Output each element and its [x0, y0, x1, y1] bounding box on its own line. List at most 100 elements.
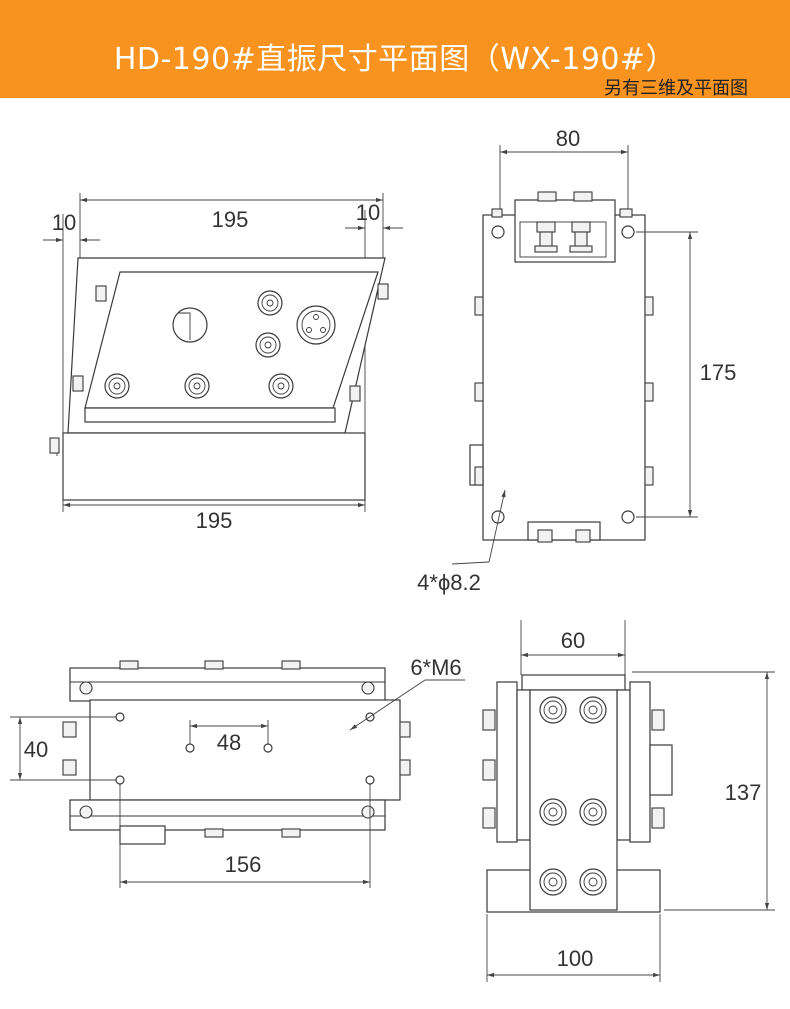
right-outer-plate — [629, 681, 651, 843]
connector-pin — [62, 721, 77, 738]
top-view-horizontal-spacing-label: 156 — [225, 852, 262, 877]
lower-plate — [84, 407, 336, 423]
hex-bolt — [95, 285, 107, 302]
side-lug — [644, 296, 654, 316]
screw-head — [184, 373, 210, 399]
screw-head — [539, 868, 567, 896]
dimension-top-60: 60 — [520, 620, 626, 675]
hex-bolt — [49, 437, 60, 454]
connector-pin — [62, 759, 77, 776]
screw-head — [104, 373, 130, 399]
end-view-height-label: 175 — [700, 360, 737, 385]
side-view-left-offset-label: 10 — [52, 210, 76, 235]
connector-pin — [534, 221, 558, 253]
hex-bolt — [349, 385, 361, 402]
dimension-top-195: 195 — [79, 193, 384, 262]
hex-bolt — [537, 191, 557, 202]
dimension-width-80: 80 — [499, 126, 629, 212]
thread-callout: 6*M6 — [349, 655, 465, 731]
top-piece — [521, 674, 626, 691]
hex-bolt — [651, 709, 665, 731]
connector-pin — [575, 529, 591, 543]
rail-pin — [79, 805, 93, 819]
top-view-center-spacing-label: 48 — [217, 730, 241, 755]
left-outer-plate — [496, 681, 518, 843]
hex-bolt — [377, 283, 389, 300]
top-view: 48 40 156 6*M6 — [10, 655, 465, 888]
front-view-base-width-label: 100 — [557, 946, 594, 971]
hex-bolt — [281, 828, 301, 838]
hex-bolt — [119, 660, 139, 670]
screw-head — [268, 373, 294, 399]
access-hole — [172, 307, 208, 343]
hex-bolt — [651, 807, 665, 829]
hex-bolt — [204, 660, 224, 670]
hole-spec-label: 4*ϕ8.2 — [417, 570, 481, 595]
dimension-center-48: 48 — [189, 720, 269, 755]
dimension-left-10: 10 — [43, 210, 100, 433]
hex-bolt — [573, 191, 593, 202]
side-lug — [399, 759, 411, 776]
front-view-height-label: 137 — [725, 780, 762, 805]
side-lug — [644, 382, 654, 402]
page-subtitle: 另有三维及平面图 — [604, 78, 748, 99]
hex-bolt — [482, 709, 496, 731]
side-view-base-length-label: 195 — [196, 508, 233, 533]
rail-pin — [361, 681, 375, 695]
side-box — [649, 744, 673, 796]
screw-head — [255, 332, 281, 358]
dimension-right-10: 10 — [345, 200, 403, 433]
hex-bolt — [281, 660, 301, 670]
header-bar: HD-190#直振尺寸平面图（WX-190#） 另有三维及平面图 — [0, 0, 790, 99]
connector-pin — [537, 529, 553, 543]
mounting-hole — [621, 225, 635, 239]
connector-pin — [569, 221, 593, 253]
mounting-hole — [621, 510, 635, 524]
threaded-hole — [185, 743, 195, 753]
hex-bolt — [204, 828, 224, 838]
threaded-hole — [115, 712, 125, 722]
thread-spec-label: 6*M6 — [410, 655, 461, 680]
side-lug — [399, 721, 411, 738]
hex-bolt — [482, 759, 496, 781]
top-rail — [69, 667, 386, 702]
dimension-height-175: 175 — [636, 231, 737, 518]
bottom-bracket — [119, 825, 166, 845]
threaded-hole — [263, 743, 273, 753]
top-view-vertical-spacing-label: 40 — [24, 737, 48, 762]
side-lug — [474, 382, 484, 402]
bottom-rail — [69, 799, 386, 831]
screw-head — [539, 696, 567, 724]
threaded-hole — [365, 775, 375, 785]
dimension-vertical-40: 40 — [10, 716, 116, 781]
rail-pin — [79, 681, 93, 695]
dimension-horizontal-156: 156 — [119, 784, 371, 888]
side-view: 195 10 10 195 — [43, 193, 403, 533]
clamp-inner — [519, 221, 607, 258]
left-inner-plate — [516, 689, 531, 841]
right-inner-plate — [616, 689, 631, 841]
screw-head — [539, 798, 567, 826]
hole-callout: 4*ϕ8.2 — [417, 489, 506, 595]
screw-head — [579, 798, 607, 826]
side-view-right-offset-label: 10 — [356, 200, 380, 225]
hex-bolt — [482, 807, 496, 829]
mounting-hole — [491, 225, 505, 239]
top-view-body — [89, 699, 401, 801]
top-clamp — [514, 199, 616, 263]
corner-tab — [619, 208, 633, 218]
side-lug — [474, 466, 484, 486]
screw-head — [579, 696, 607, 724]
side-lug — [474, 296, 484, 316]
dimension-base-195: 195 — [62, 500, 366, 533]
page-title: HD-190#直振尺寸平面图（WX-190#） — [113, 42, 677, 77]
front-view: 60 137 100 — [482, 620, 775, 982]
threaded-hole — [115, 775, 125, 785]
side-lug — [644, 466, 654, 486]
end-view: 80 175 — [417, 126, 736, 595]
end-view-body — [482, 214, 646, 541]
base-block — [62, 432, 366, 501]
rail-pin — [361, 805, 375, 819]
corner-tab — [491, 208, 503, 218]
